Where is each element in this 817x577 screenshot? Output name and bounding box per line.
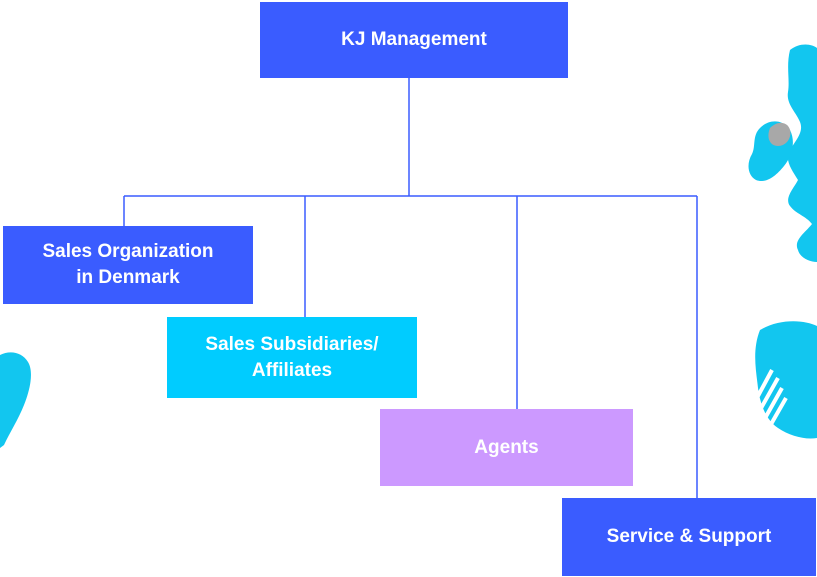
connectors [123, 78, 698, 498]
map-shape-left [0, 352, 31, 448]
map-shape-uk [787, 44, 817, 262]
kj-management-box: KJ Management [260, 2, 568, 78]
agents-box: Agents [380, 409, 633, 486]
sales-subsidiaries-box: Sales Subsidiaries/ Affiliates [167, 317, 417, 398]
map-hatch [756, 369, 788, 427]
service-support-box: Service & Support [562, 498, 816, 576]
map-shape-grey [768, 122, 791, 146]
sales-organization-denmark-box: Sales Organization in Denmark [3, 226, 253, 304]
